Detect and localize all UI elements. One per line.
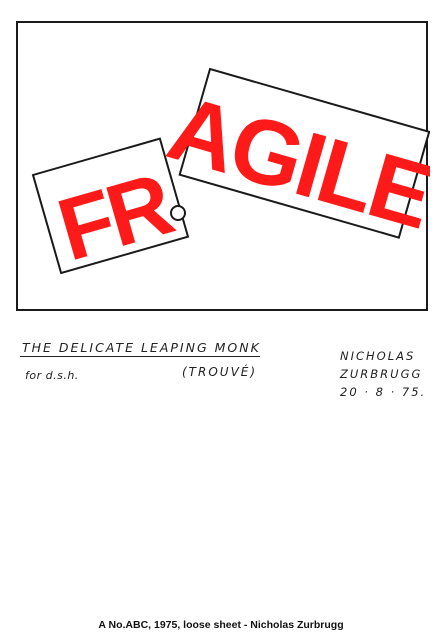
work-title: THE DELICATE LEAPING MONK: [22, 340, 261, 355]
left-sign: FR: [31, 137, 190, 280]
dot-circle: [170, 205, 186, 221]
artwork-frame: FR AGILE: [16, 21, 430, 311]
subtitle-trouve: (TROUVÉ): [182, 365, 258, 379]
title-underline: [20, 356, 260, 357]
signature-date: 20 · 8 · 75.: [340, 385, 427, 399]
author-surname: ZURBRUGG: [340, 367, 423, 381]
artwork-drawing: FR AGILE: [31, 67, 430, 280]
dedication: for d.s.h.: [25, 369, 79, 382]
author-name: NICHOLAS: [340, 349, 416, 363]
right-sign: AGILE: [158, 67, 430, 248]
caption: A No.ABC, 1975, loose sheet - Nicholas Z…: [98, 619, 344, 631]
